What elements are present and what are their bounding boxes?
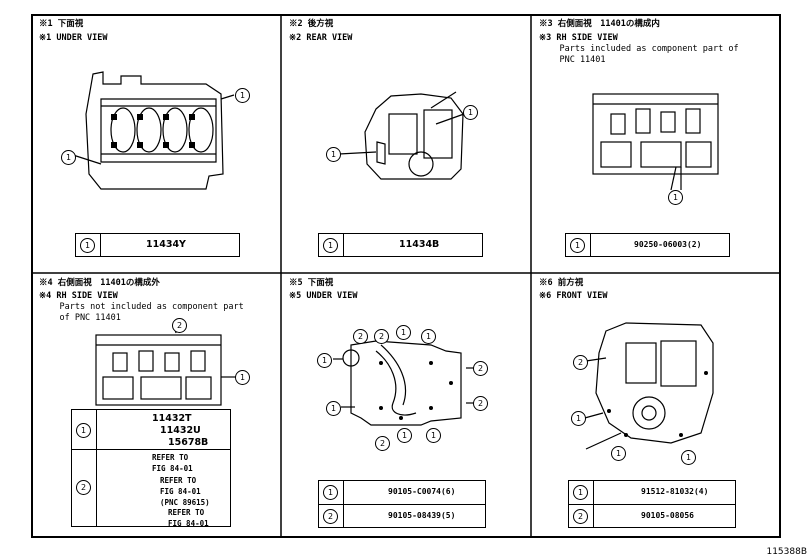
panel-title-jp: ※1 下面視	[39, 19, 84, 29]
panel-title-jp: ※4 右側面視 11401の構成外	[39, 278, 160, 288]
legend-callout-1: 1	[76, 423, 91, 438]
callout-1: 1	[396, 325, 411, 340]
panel-title-jp: ※3 右側面視 11401の構成内	[539, 19, 660, 29]
panel-title-en: ※2 REAR VIEW	[289, 33, 353, 43]
callout-1: 1	[235, 88, 250, 103]
panel-note: Parts not included as component part of …	[59, 302, 244, 323]
part-number: 90105-C0074(6)	[388, 487, 456, 496]
callout-1: 1	[571, 411, 586, 426]
callout-1: 1	[611, 446, 626, 461]
callout-2: 2	[473, 396, 488, 411]
part-number: 11432T	[152, 413, 192, 424]
panel-title-en: ※1 UNDER VIEW	[39, 33, 108, 43]
callout-2: 2	[172, 318, 187, 333]
refer-to-note: REFER TO FIG 84-01	[152, 453, 193, 473]
panel-title-jp: ※2 後方視	[289, 19, 334, 29]
part-number: 11434Y	[146, 239, 186, 250]
panel-rh-side-view-not-included: ※4 右側面視 11401の構成外 ※4 RH SIDE VIEW Parts …	[31, 273, 281, 534]
legend-callout-1: 1	[570, 238, 585, 253]
legend-callout-1: 1	[80, 238, 95, 253]
callout-2: 2	[573, 355, 588, 370]
part-number: 15678B	[168, 437, 209, 448]
parts-legend: 1 11432T 11432U 15678B 2 REFER TO FIG 84…	[71, 409, 231, 528]
parts-legend: 1 91512-81032(4) 2 90105-08056	[568, 480, 736, 528]
panel-title-jp: ※5 下面視	[289, 278, 334, 288]
callout-1: 1	[421, 329, 436, 344]
parts-legend: 1 11434Y	[75, 233, 240, 257]
part-number: 90105-08056	[641, 511, 694, 520]
callout-2: 2	[473, 361, 488, 376]
callout-1: 1	[668, 190, 683, 205]
parts-legend: 1 90105-C0074(6) 2 90105-08439(5)	[318, 480, 486, 528]
callout-1: 1	[326, 147, 341, 162]
figure-id: 115388B	[766, 547, 807, 557]
panel-title-en: ※5 UNDER VIEW	[289, 291, 358, 301]
part-number: 91512-81032(4)	[641, 487, 709, 496]
panel-rear-view: ※2 後方視 ※2 REAR VIEW 1 1 1 11434B	[281, 14, 531, 275]
callout-2: 2	[374, 329, 389, 344]
callout-1: 1	[681, 450, 696, 465]
engine-block-rh-side-drawing	[592, 93, 719, 252]
panel-title-en: ※6 FRONT VIEW	[539, 291, 608, 301]
engine-block-rear-drawing	[338, 91, 465, 252]
panel-title-jp: ※6 前方視	[539, 278, 584, 288]
legend-callout-1: 1	[573, 485, 588, 500]
diagram-frame	[31, 14, 781, 538]
parts-legend: 1 90250-06003(2)	[565, 233, 730, 257]
panel-title-en: ※3 RH SIDE VIEW	[539, 33, 618, 43]
part-number: 11432U	[160, 425, 201, 436]
panel-under-view-2: ※5 下面視 ※5 UNDER VIEW 1 2 2 1 1 2 1 2 2	[281, 273, 531, 534]
part-number: 11434B	[399, 239, 440, 250]
panel-front-view: ※6 前方視 ※6 FRONT VIEW 2 1 1 1 1 9151	[531, 273, 781, 534]
refer-to-note: REFER TO FIG 84-01 (PNC 89615)	[160, 476, 210, 507]
part-number: 90250-06003(2)	[634, 240, 702, 249]
panel-rh-side-view-included: ※3 右側面視 11401の構成内 ※3 RH SIDE VIEW Parts …	[531, 14, 781, 275]
callout-1: 1	[61, 150, 76, 165]
refer-to-note: REFER TO FIG 84-01	[168, 508, 209, 528]
parts-legend: 1 11434B	[318, 233, 483, 257]
callout-2: 2	[375, 436, 390, 451]
callout-1: 1	[397, 428, 412, 443]
engine-block-under-drawing	[72, 71, 235, 252]
legend-callout-1: 1	[323, 238, 338, 253]
legend-callout-2: 2	[323, 509, 338, 524]
part-number: 90105-08439(5)	[388, 511, 456, 520]
engine-block-front-drawing	[580, 322, 714, 523]
legend-callout-2: 2	[76, 480, 91, 495]
panel-note: Parts included as component part of PNC …	[559, 44, 739, 65]
callout-1: 1	[463, 105, 478, 120]
panel-title-en: ※4 RH SIDE VIEW	[39, 291, 118, 301]
callout-1: 1	[235, 370, 250, 385]
callout-1: 1	[317, 353, 332, 368]
legend-callout-2: 2	[573, 509, 588, 524]
callout-1: 1	[326, 401, 341, 416]
legend-callout-1: 1	[323, 485, 338, 500]
panel-under-view: ※1 下面視 ※1 UNDER VIEW 1 1 1 11434Y	[31, 14, 281, 275]
callout-2: 2	[353, 329, 368, 344]
callout-1: 1	[426, 428, 441, 443]
